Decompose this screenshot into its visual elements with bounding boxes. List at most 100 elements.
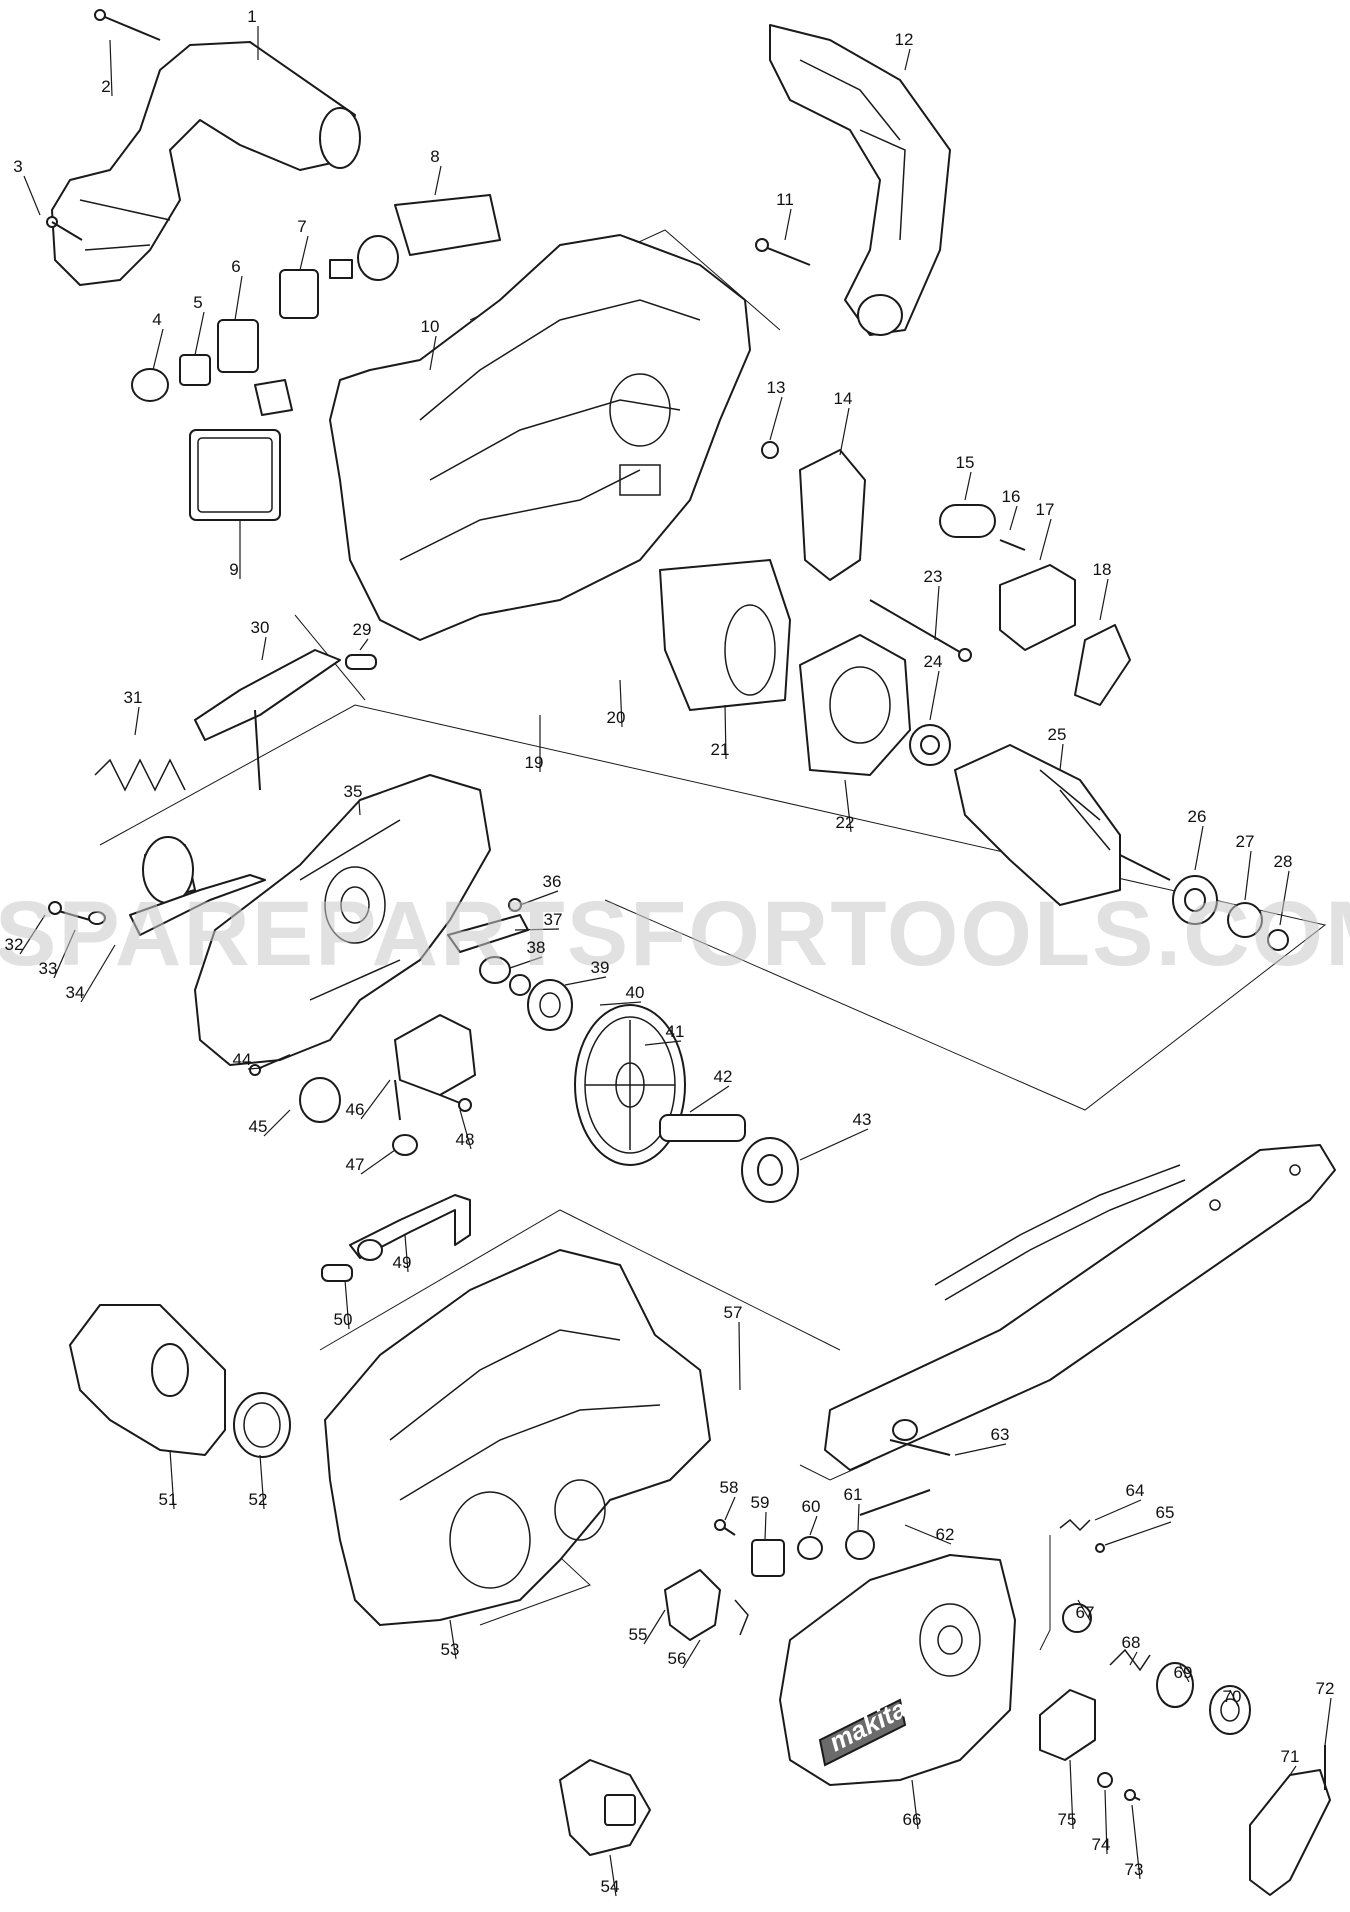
leader-line-48 bbox=[459, 1109, 472, 1150]
callout-49: 49 bbox=[393, 1253, 412, 1272]
callout-41: 41 bbox=[666, 1022, 685, 1041]
callout-58: 58 bbox=[720, 1478, 739, 1497]
callout-55: 55 bbox=[629, 1625, 648, 1644]
leader-line-44 bbox=[247, 1067, 263, 1070]
leader-line-3 bbox=[23, 175, 41, 216]
leader-line-64 bbox=[1094, 1499, 1142, 1521]
part-sprocket-cover: makita bbox=[779, 1554, 1016, 1786]
callout-73: 73 bbox=[1125, 1860, 1144, 1879]
callout-65: 65 bbox=[1156, 1503, 1175, 1522]
callout-9: 9 bbox=[229, 560, 238, 579]
callout-13: 13 bbox=[767, 378, 786, 397]
part-terminal-block bbox=[559, 1759, 651, 1856]
leader-line-49 bbox=[404, 1234, 409, 1273]
callout-labels: 1234567891011121314151617181920212223242… bbox=[5, 7, 1335, 1896]
leader-line-7 bbox=[299, 235, 309, 271]
leader-line-72 bbox=[1324, 1697, 1332, 1746]
part-handle bbox=[51, 41, 361, 286]
callout-6: 6 bbox=[231, 257, 240, 276]
callout-45: 45 bbox=[249, 1117, 268, 1136]
leader-line-33 bbox=[53, 929, 76, 979]
leader-line-22 bbox=[844, 779, 852, 833]
callout-51: 51 bbox=[159, 1490, 178, 1509]
part-sprocket-smalls bbox=[664, 1519, 875, 1641]
callout-18: 18 bbox=[1093, 560, 1112, 579]
leader-line-57 bbox=[738, 1321, 741, 1391]
part-oil-pump-parts bbox=[249, 956, 573, 1282]
leader-line-30 bbox=[261, 636, 267, 661]
leader-line-11 bbox=[784, 208, 792, 241]
callout-24: 24 bbox=[924, 652, 943, 671]
callout-15: 15 bbox=[956, 453, 975, 472]
callout-44: 44 bbox=[233, 1050, 252, 1069]
leader-line-13 bbox=[769, 396, 783, 441]
callout-23: 23 bbox=[924, 567, 943, 586]
callout-25: 25 bbox=[1048, 725, 1067, 744]
leader-line-14 bbox=[839, 407, 850, 456]
leader-line-51 bbox=[169, 1449, 175, 1510]
leader-line-46 bbox=[360, 1079, 391, 1120]
part-motor-internals bbox=[659, 441, 1289, 951]
leader-line-28 bbox=[1279, 870, 1290, 926]
part-brake-linkage bbox=[48, 649, 377, 936]
part-chain bbox=[934, 1164, 1186, 1301]
leader-line-21 bbox=[724, 704, 727, 760]
leader-line-68 bbox=[1129, 1651, 1138, 1666]
callout-34: 34 bbox=[66, 983, 85, 1002]
callout-48: 48 bbox=[456, 1130, 475, 1149]
callout-59: 59 bbox=[751, 1493, 770, 1512]
callout-1: 1 bbox=[247, 7, 256, 26]
leader-line-43 bbox=[799, 1128, 869, 1161]
leader-line-20 bbox=[619, 679, 623, 728]
part-screws-top bbox=[46, 9, 811, 266]
callout-27: 27 bbox=[1236, 832, 1255, 851]
leader-line-12 bbox=[904, 48, 911, 71]
callout-43: 43 bbox=[853, 1110, 872, 1129]
callout-32: 32 bbox=[5, 935, 24, 954]
callout-71: 71 bbox=[1281, 1747, 1300, 1766]
leader-line-58 bbox=[724, 1496, 736, 1521]
part-main-housing bbox=[324, 1249, 711, 1626]
callout-74: 74 bbox=[1092, 1835, 1111, 1854]
callout-26: 26 bbox=[1188, 807, 1207, 826]
leader-line-25 bbox=[1059, 743, 1064, 771]
leader-line-29 bbox=[359, 638, 369, 651]
leader-line-26 bbox=[1194, 825, 1204, 871]
callout-28: 28 bbox=[1274, 852, 1293, 871]
watermark-text: SPAREPARTSFORTOOLS.COM.AU bbox=[0, 883, 1350, 985]
leader-line-17 bbox=[1039, 518, 1052, 561]
leader-line-2 bbox=[109, 39, 113, 97]
leader-line-67 bbox=[1077, 1599, 1092, 1623]
leader-line-42 bbox=[689, 1085, 730, 1113]
leader-line-55 bbox=[643, 1609, 666, 1645]
leader-line-66 bbox=[911, 1779, 919, 1830]
leader-line-41 bbox=[644, 1040, 682, 1046]
leader-line-45 bbox=[263, 1109, 291, 1137]
leader-line-34 bbox=[80, 944, 116, 1003]
callout-5: 5 bbox=[193, 293, 202, 312]
callout-56: 56 bbox=[668, 1649, 687, 1668]
leader-line-8 bbox=[434, 165, 442, 196]
leader-line-18 bbox=[1099, 578, 1109, 621]
callout-50: 50 bbox=[334, 1310, 353, 1329]
callout-60: 60 bbox=[802, 1497, 821, 1516]
leader-line-70 bbox=[1229, 1689, 1239, 1707]
part-cover-smalls bbox=[1039, 1518, 1331, 1896]
leader-line-39 bbox=[564, 976, 607, 986]
callout-33: 33 bbox=[39, 959, 58, 978]
leader-line-53 bbox=[449, 1619, 457, 1660]
callout-72: 72 bbox=[1316, 1679, 1335, 1698]
callout-10: 10 bbox=[421, 317, 440, 336]
leader-line-16 bbox=[1009, 505, 1018, 531]
leader-line-71 bbox=[1289, 1765, 1297, 1776]
callout-40: 40 bbox=[626, 983, 645, 1002]
callout-47: 47 bbox=[346, 1155, 365, 1174]
leader-line-10 bbox=[429, 335, 437, 371]
callout-69: 69 bbox=[1174, 1663, 1193, 1682]
leader-line-52 bbox=[259, 1454, 265, 1510]
leader-line-69 bbox=[1179, 1664, 1190, 1683]
leader-line-35 bbox=[358, 800, 361, 816]
callout-4: 4 bbox=[152, 310, 161, 329]
callout-22: 22 bbox=[836, 813, 855, 832]
callout-2: 2 bbox=[101, 77, 110, 96]
